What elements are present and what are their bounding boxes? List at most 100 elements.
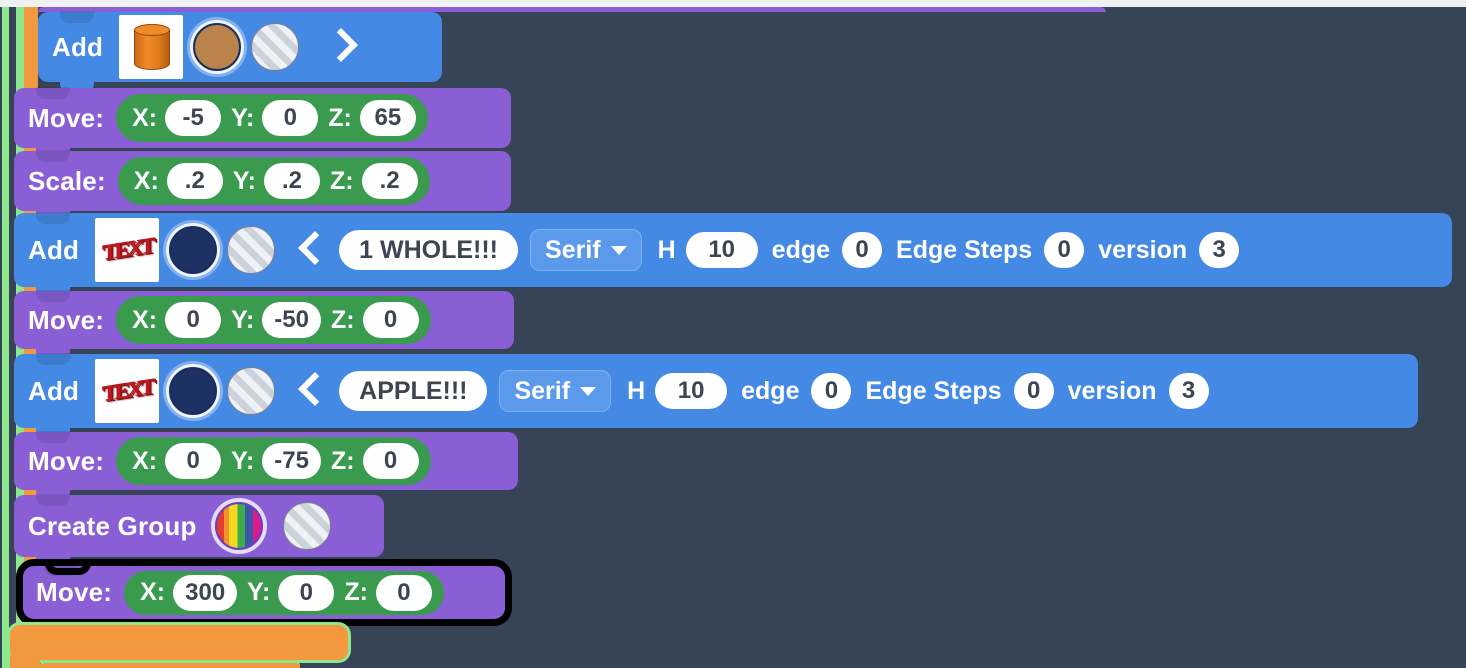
font-dropdown-label: Serif (545, 235, 601, 264)
field-label-edge: edge (741, 376, 800, 405)
field-label-h: H (627, 376, 646, 405)
chevron-left-icon[interactable] (297, 228, 331, 272)
input-scale-y[interactable]: .2 (263, 163, 320, 199)
input-version[interactable]: 3 (1199, 232, 1240, 268)
input-move-x[interactable]: 300 (173, 574, 238, 611)
block-add-cylinder[interactable]: Add (38, 11, 442, 93)
block-label: Move: (28, 102, 105, 133)
input-h[interactable]: 10 (685, 232, 758, 268)
axis-label-y: Y: (232, 166, 256, 195)
text-thumbnail[interactable]: TEXT (95, 218, 160, 282)
orange-container-arm (10, 655, 40, 668)
input-text-content[interactable]: APPLE!!! (339, 371, 488, 411)
block-label: Move: (28, 445, 105, 476)
block-notch (60, 11, 94, 23)
block-move-2[interactable]: Move: X: 0 Y: -50 Z: 0 (14, 290, 514, 360)
axis-label-x: X: (140, 578, 166, 606)
block-notch (36, 494, 70, 506)
orange-container-inner-lip (40, 660, 300, 668)
text-3d-icon: TEXT (101, 232, 153, 265)
input-move-x[interactable]: -5 (165, 100, 222, 136)
axis-label-x: X: (133, 166, 159, 195)
axis-label-y: Y: (231, 103, 255, 132)
text-thumbnail[interactable]: TEXT (95, 359, 160, 423)
input-version[interactable]: 3 (1168, 373, 1209, 409)
axis-label-x: X: (132, 103, 158, 132)
input-h[interactable]: 10 (655, 373, 728, 409)
axis-label-y: Y: (231, 446, 255, 475)
block-notch (36, 212, 70, 224)
axis-label-x: X: (132, 446, 158, 475)
block-add-text-1[interactable]: Add TEXT 1 WHOLE!!! Serif H 10 edge 0 Ed… (14, 212, 1452, 298)
chevron-down-icon (610, 245, 627, 255)
font-dropdown[interactable]: Serif (499, 370, 612, 412)
axis-label-x: X: (132, 305, 158, 334)
block-add-text-2[interactable]: Add TEXT APPLE!!! Serif H 10 edge 0 Edge… (14, 353, 1418, 439)
block-label: Add (52, 31, 104, 62)
block-label: Add (28, 234, 80, 265)
input-move-z[interactable]: 0 (362, 302, 419, 338)
input-edge[interactable]: 0 (811, 373, 852, 409)
input-move-y[interactable]: 0 (262, 100, 319, 136)
color-swatch-tan[interactable] (193, 23, 242, 71)
input-move-z[interactable]: 0 (375, 574, 432, 611)
material-swatch-striped[interactable] (227, 226, 276, 274)
cylinder-thumbnail[interactable] (119, 15, 184, 79)
block-move-1[interactable]: Move: X: -5 Y: 0 Z: 65 (14, 87, 511, 159)
text-3d-icon: TEXT (101, 373, 153, 406)
chevron-down-icon (580, 386, 597, 396)
input-move-x[interactable]: 0 (165, 302, 222, 338)
move-inputs-group: X: 0 Y: -75 Z: 0 (116, 437, 431, 485)
block-create-group[interactable]: Create Group (14, 494, 384, 568)
move-inputs-group: X: -5 Y: 0 Z: 65 (116, 94, 428, 142)
chevron-left-icon[interactable] (297, 369, 331, 413)
material-swatch-striped[interactable] (251, 23, 300, 71)
axis-label-y: Y: (247, 578, 271, 606)
chevron-right-icon[interactable] (321, 25, 355, 69)
input-scale-z[interactable]: .2 (361, 163, 418, 199)
font-dropdown-label: Serif (514, 376, 571, 405)
color-swatch-rainbow[interactable] (214, 502, 263, 550)
input-scale-x[interactable]: .2 (166, 163, 223, 199)
field-label-edge: edge (771, 235, 831, 264)
move-inputs-group: X: 300 Y: 0 Z: 0 (124, 570, 444, 615)
input-text-content[interactable]: 1 WHOLE!!! (339, 230, 519, 270)
block-label: Scale: (28, 165, 106, 196)
color-swatch-navy[interactable] (169, 226, 218, 274)
clipped-block-top (38, 7, 1106, 12)
input-edge-steps[interactable]: 0 (1044, 232, 1085, 268)
input-move-z[interactable]: 0 (362, 443, 419, 479)
field-label-edge-steps: Edge Steps (865, 376, 1002, 405)
move-inputs-group: X: 0 Y: -50 Z: 0 (116, 296, 431, 344)
block-notch (36, 431, 70, 443)
block-move-3[interactable]: Move: X: 0 Y: -75 Z: 0 (14, 431, 518, 501)
script-highlight-rail-left (2, 7, 9, 668)
field-label-h: H (657, 235, 676, 264)
block-label: Add (28, 375, 80, 406)
input-edge[interactable]: 0 (842, 232, 883, 268)
axis-label-z: Z: (344, 578, 368, 606)
block-orange-container[interactable] (10, 625, 348, 660)
field-label-version: version (1067, 376, 1157, 405)
block-move-4-selected[interactable]: Move: X: 300 Y: 0 Z: 0 (22, 564, 506, 631)
input-move-z[interactable]: 65 (359, 100, 416, 136)
input-move-y[interactable]: -50 (262, 302, 321, 338)
material-swatch-striped[interactable] (227, 367, 276, 415)
field-label-version: version (1098, 235, 1188, 264)
input-move-y[interactable]: -75 (262, 443, 321, 479)
block-notch (36, 353, 70, 365)
font-dropdown[interactable]: Serif (530, 229, 642, 271)
top-window-strip (0, 0, 1466, 7)
block-notch (36, 150, 70, 162)
axis-label-z: Z: (329, 166, 354, 195)
axis-label-z: Z: (328, 103, 352, 132)
block-scale-1[interactable]: Scale: X: .2 Y: .2 Z: .2 (14, 150, 511, 222)
block-label: Move: (28, 304, 105, 335)
color-swatch-navy[interactable] (169, 367, 218, 415)
material-swatch-striped[interactable] (282, 502, 331, 550)
input-move-y[interactable]: 0 (278, 574, 335, 611)
axis-label-z: Z: (330, 305, 355, 334)
input-move-x[interactable]: 0 (165, 443, 222, 479)
input-edge-steps[interactable]: 0 (1013, 373, 1054, 409)
